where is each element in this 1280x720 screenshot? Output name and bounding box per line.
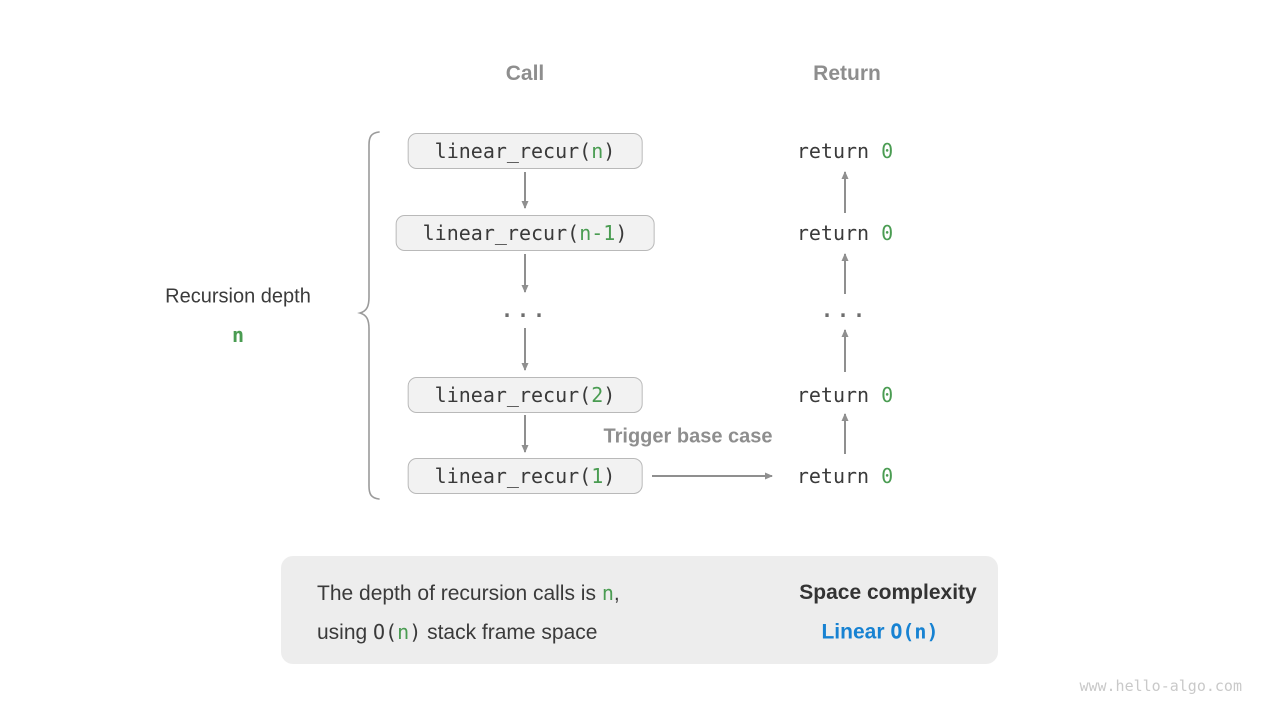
watermark: www.hello-algo.com	[1079, 677, 1242, 695]
space-complexity-value: Linear O(n)	[821, 620, 938, 645]
return-keyword: return	[796, 383, 882, 407]
return-keyword: return	[796, 464, 882, 488]
call-box-n-prefix: linear_recur(	[434, 139, 592, 163]
call-box-n-1-suffix: )	[615, 221, 628, 245]
return-value: 0	[881, 383, 894, 407]
return-column-ellipsis: ...	[820, 298, 870, 322]
return-statement-1: return 0	[797, 139, 893, 163]
recursion-depth-n-label: n	[231, 323, 245, 347]
call-box-n-1-prefix: linear_recur(	[422, 221, 580, 245]
call-box-1-prefix: linear_recur(	[434, 464, 592, 488]
return-column-header: Return	[813, 62, 881, 85]
return-statement-2: return 0	[797, 221, 893, 245]
return-statement-4: return 0	[797, 464, 893, 488]
call-box-1: linear_recur(1)	[407, 458, 643, 494]
return-keyword: return	[796, 221, 882, 245]
summary-line2-o-open: O(	[373, 620, 398, 644]
call-box-2-arg: 2	[591, 383, 604, 407]
summary-line1-n: n	[601, 581, 614, 605]
summary-line2-o-close: )	[409, 620, 422, 644]
return-statement-3: return 0	[797, 383, 893, 407]
space-complexity-title: Space complexity	[799, 581, 977, 604]
call-column-header: Call	[505, 62, 545, 85]
call-box-n-arg: n	[591, 139, 604, 163]
call-box-n: linear_recur(n)	[407, 133, 643, 169]
call-column-ellipsis: ...	[500, 298, 550, 322]
summary-line2-text: using	[317, 621, 374, 644]
call-box-2: linear_recur(2)	[407, 377, 643, 413]
summary-line2-n: n	[397, 620, 410, 644]
recursion-depth-brace-icon	[357, 131, 380, 500]
summary-panel	[281, 556, 998, 664]
trigger-base-case-label: Trigger base case	[603, 425, 773, 448]
call-box-n-1-arg: n-1	[579, 221, 616, 245]
call-box-n-1: linear_recur(n-1)	[395, 215, 655, 251]
return-value: 0	[881, 139, 894, 163]
recursion-depth-label: Recursion depth	[165, 285, 311, 308]
summary-line1-comma: ,	[613, 582, 620, 605]
call-box-1-suffix: )	[603, 464, 616, 488]
return-keyword: return	[796, 139, 882, 163]
summary-line2-tail: stack frame space	[421, 621, 598, 644]
return-value: 0	[881, 464, 894, 488]
complexity-big-o-label: O(n)	[890, 619, 939, 644]
call-box-2-prefix: linear_recur(	[434, 383, 592, 407]
summary-line-2: using O(n) stack frame space	[317, 620, 597, 645]
summary-line-1: The depth of recursion calls is n,	[317, 581, 620, 606]
summary-line1-text: The depth of recursion calls is	[317, 582, 602, 605]
return-value: 0	[881, 221, 894, 245]
complexity-linear-label: Linear	[821, 620, 891, 644]
call-box-1-arg: 1	[591, 464, 604, 488]
call-box-2-suffix: )	[603, 383, 616, 407]
call-box-n-suffix: )	[603, 139, 616, 163]
